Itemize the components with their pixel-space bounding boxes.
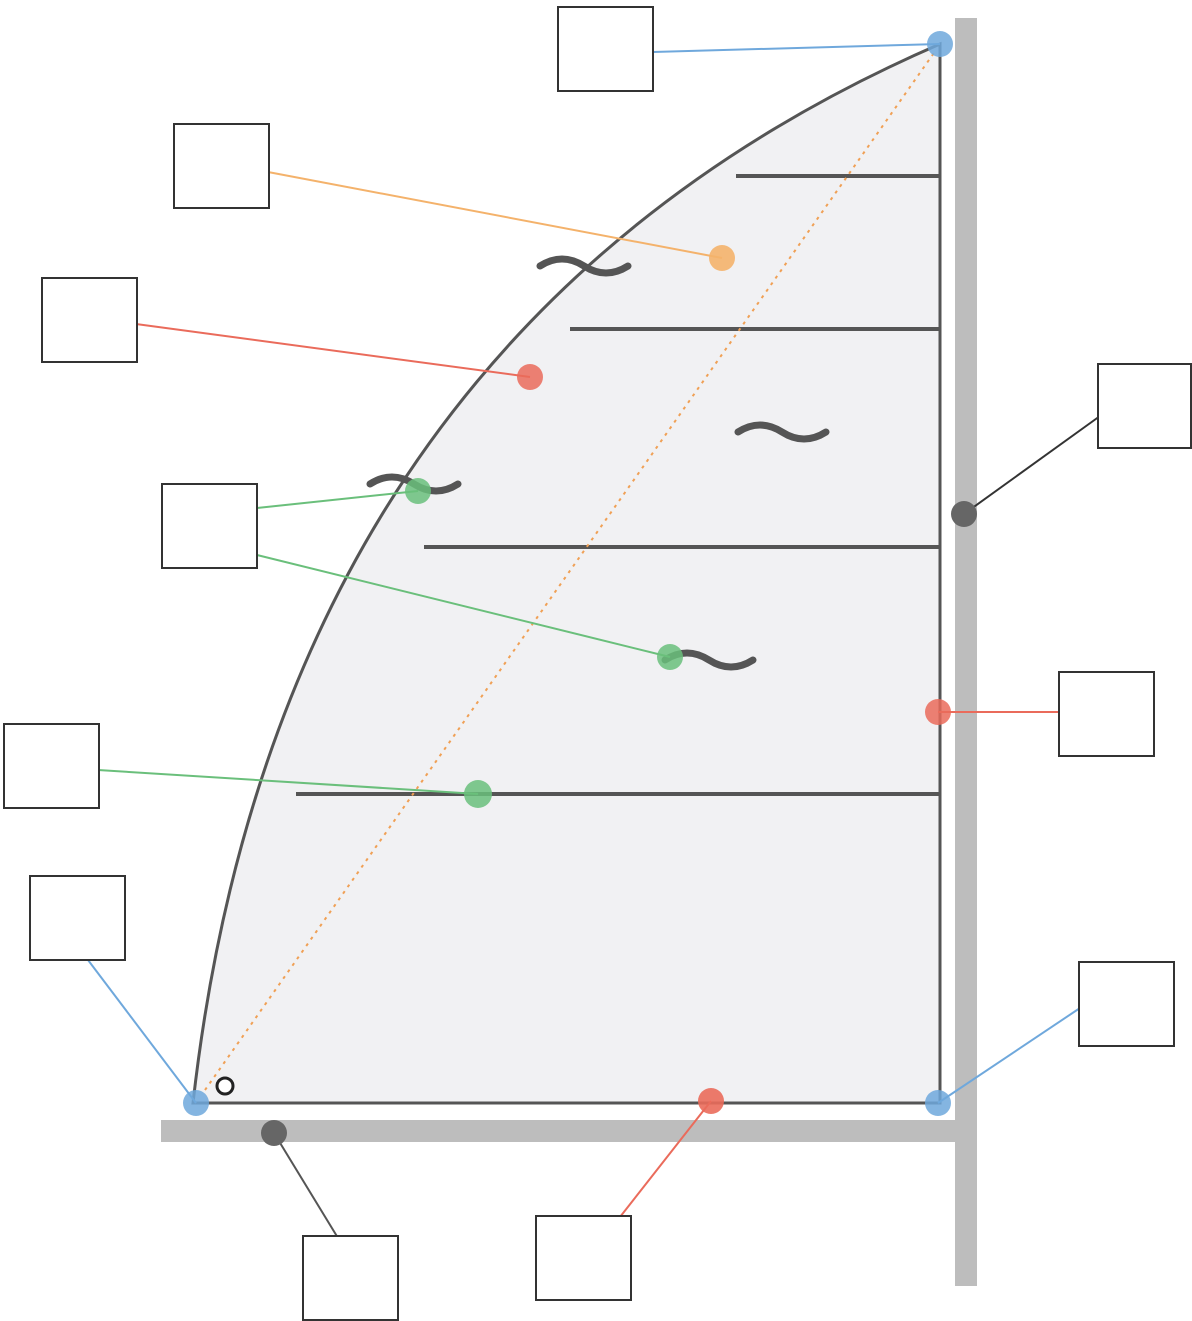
label-luff[interactable] [1058,671,1155,757]
label-mast[interactable] [1097,363,1192,449]
marker-foot [698,1088,724,1114]
leader-foot [619,1100,712,1218]
label-clew[interactable] [29,875,126,961]
label-tack[interactable] [1078,961,1175,1047]
marker-tack [925,1090,951,1116]
boom [161,1120,977,1142]
marker-head [927,31,953,57]
telltale-middle [734,421,830,443]
label-head[interactable] [557,6,654,92]
leader-telltale-lower [256,554,671,658]
leader-boom [273,1132,339,1239]
leader-telltale-upper [256,490,419,509]
marker-telltale-upper [405,478,431,504]
leader-leech-line [267,171,723,259]
label-batten[interactable] [3,723,100,809]
leader-head [652,43,941,53]
marker-dots [183,31,977,1146]
tack-ring [215,1076,235,1096]
sail-body [191,41,942,1105]
label-boom[interactable] [302,1235,399,1321]
marker-leech-line [709,245,735,271]
leader-tack [937,1007,1081,1104]
leader-mast [963,415,1101,515]
marker-batten [464,780,492,808]
marker-leech [517,364,543,390]
label-leech[interactable] [41,277,138,363]
leader-leech [135,323,531,378]
marker-luff [925,699,951,725]
leader-batten [97,769,479,795]
mast [955,18,977,1286]
marker-boom [261,1120,287,1146]
telltale-upper [536,255,632,277]
marker-mast [951,501,977,527]
marker-clew [183,1090,209,1116]
label-foot[interactable] [535,1215,632,1301]
label-leech-line[interactable] [173,123,270,209]
label-telltales[interactable] [161,483,258,569]
leader-lines [87,43,1101,1239]
leader-clew [87,959,197,1104]
marker-telltale-lower [657,644,683,670]
